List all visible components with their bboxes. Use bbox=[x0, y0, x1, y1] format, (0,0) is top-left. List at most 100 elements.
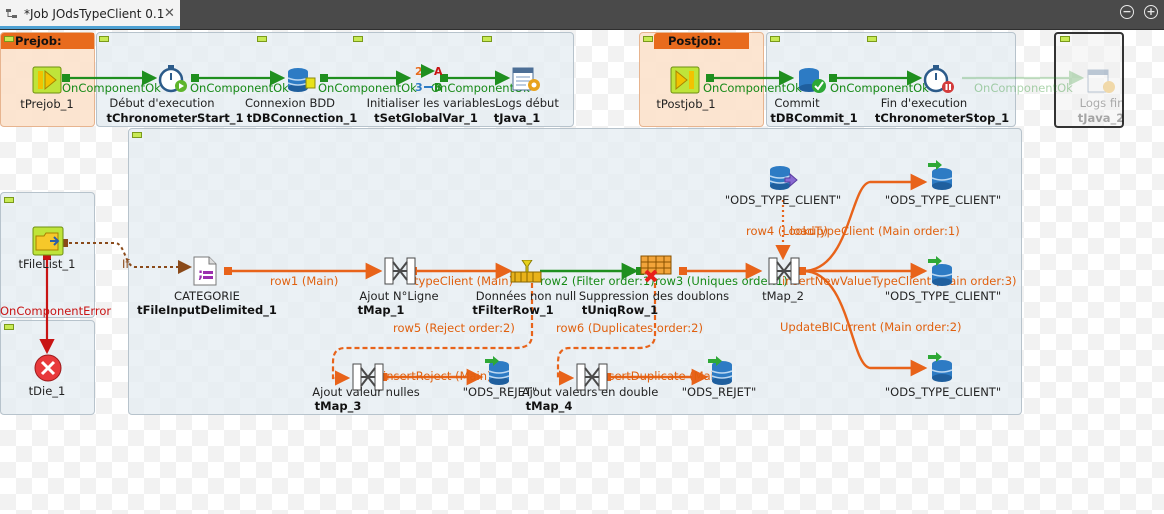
database-output-icon[interactable] bbox=[928, 256, 958, 286]
tmap-icon[interactable] bbox=[352, 363, 384, 391]
svg-text:3: 3 bbox=[415, 81, 423, 94]
link-label-ok[interactable]: OnComponentOk bbox=[830, 81, 929, 95]
svg-text:B: B bbox=[434, 81, 442, 94]
java-logs-icon[interactable] bbox=[511, 64, 541, 94]
component-label: Commit bbox=[774, 96, 820, 110]
postjob-icon[interactable] bbox=[670, 66, 700, 94]
link-label-row1[interactable]: row1 (Main) bbox=[270, 274, 339, 288]
component-name: tJava_1 bbox=[493, 111, 541, 125]
component-label: Ajout valeurs en double bbox=[521, 385, 659, 399]
database-output-icon[interactable] bbox=[928, 160, 958, 190]
postjob-subjob[interactable]: Postjob: bbox=[639, 32, 764, 127]
filter-row-icon[interactable] bbox=[510, 260, 542, 284]
component-label: tPrejob_1 bbox=[20, 97, 74, 111]
component-label: Données non null bbox=[475, 289, 577, 303]
component-name: tFileInputDelimited_1 bbox=[137, 303, 277, 317]
component-name: tDBConnection_1 bbox=[246, 111, 358, 125]
tab-title: *Job JOdsTypeClient 0.1 bbox=[24, 7, 165, 21]
component-label: "ODS_REJET" bbox=[462, 385, 538, 399]
subjob-marker bbox=[482, 36, 492, 42]
tmap-icon[interactable] bbox=[576, 363, 608, 391]
link-label-ok[interactable]: OnComponentOk bbox=[190, 81, 289, 95]
tmap-icon[interactable] bbox=[384, 257, 416, 285]
component-name: tMap_3 bbox=[314, 399, 362, 413]
component-name: tFilterRow_1 bbox=[472, 303, 554, 317]
link-label-if[interactable]: If bbox=[122, 257, 130, 271]
link-label-row6[interactable]: row6 (Duplicates order:2) bbox=[556, 321, 703, 335]
component-label: Ajout valeur nulles bbox=[312, 385, 420, 399]
chronometer-start-icon[interactable] bbox=[157, 64, 187, 94]
reject-links bbox=[331, 283, 657, 386]
component-label: "ODS_TYPE_CLIENT" bbox=[884, 385, 1002, 399]
link-label-row4[interactable]: row4 (Lookup) bbox=[746, 224, 829, 238]
minimize-icon[interactable]: − bbox=[1120, 5, 1134, 19]
link-label-loadtypeclient[interactable]: loadTypeClient (Main order:1) bbox=[790, 224, 960, 238]
component-label: tMap_2 bbox=[762, 289, 804, 303]
link-label-insertnewvalue[interactable]: insertNewValueTypeClient (Main order:3) bbox=[782, 274, 1017, 288]
database-connection-icon[interactable] bbox=[286, 66, 316, 94]
prejob-chain-subjob[interactable] bbox=[96, 32, 574, 127]
subjob-marker bbox=[4, 197, 14, 203]
component-name: tMap_4 bbox=[525, 399, 573, 413]
component-name: tJava_2 bbox=[1077, 111, 1125, 125]
link-label-ok[interactable]: OnComponentOk bbox=[318, 81, 417, 95]
subjob-marker bbox=[4, 36, 14, 42]
link-label-ok[interactable]: OnComponentOk bbox=[62, 81, 161, 95]
link-label-error[interactable]: OnComponentError bbox=[0, 304, 112, 318]
link-label-typeclient[interactable]: typeClient (Main) bbox=[414, 274, 514, 288]
prejob-subjob-title: Prejob: bbox=[1, 33, 94, 49]
link-label-ok[interactable]: OnComponentOk bbox=[974, 81, 1073, 95]
main-row-links bbox=[229, 173, 928, 386]
component-label: Ajout N°Ligne bbox=[359, 289, 439, 303]
file-input-delimited-icon[interactable]: ; bbox=[191, 256, 219, 286]
component-label: "ODS_TYPE_CLIENT" bbox=[884, 289, 1002, 303]
link-label-row5[interactable]: row5 (Reject order:2) bbox=[393, 321, 515, 335]
die-error-icon[interactable] bbox=[33, 353, 63, 383]
component-label: CATEGORIE bbox=[174, 289, 240, 303]
component-label: Fin d'execution bbox=[880, 96, 968, 110]
component-name: tDBCommit_1 bbox=[770, 111, 858, 125]
svg-text:2: 2 bbox=[415, 65, 423, 78]
component-label: Initialiser les variables bbox=[366, 96, 496, 110]
java-logs-fin-icon[interactable] bbox=[1086, 66, 1116, 96]
svg-text:;: ; bbox=[198, 267, 203, 282]
tmap-icon[interactable] bbox=[768, 257, 800, 285]
component-label: "ODS_REJET" bbox=[681, 385, 757, 399]
database-lookup-icon[interactable] bbox=[768, 164, 798, 194]
subjob-marker bbox=[257, 36, 267, 42]
job-icon bbox=[6, 9, 17, 18]
svg-text:A: A bbox=[434, 65, 443, 78]
link-label-row2[interactable]: row2 (Filter order:1) bbox=[540, 274, 655, 288]
link-label-updatebicurrent[interactable]: UpdateBICurrent (Main order:2) bbox=[780, 320, 962, 334]
job-design-canvas[interactable]: Prejob: Postjob: bbox=[0, 30, 1164, 514]
database-output-icon[interactable] bbox=[485, 356, 515, 386]
subjob-marker bbox=[132, 132, 142, 138]
file-list-icon[interactable] bbox=[32, 226, 64, 256]
component-label: tPostjob_1 bbox=[656, 97, 716, 111]
set-global-var-icon[interactable]: 2 A 3 B bbox=[414, 64, 444, 94]
close-icon[interactable]: ✕ bbox=[164, 6, 175, 21]
link-label-ok[interactable]: OnComponentOk bbox=[703, 81, 802, 95]
component-label: "ODS_TYPE_CLIENT" bbox=[884, 193, 1002, 207]
database-output-icon[interactable] bbox=[708, 356, 738, 386]
link-label-row3[interactable]: row3 (Uniques order:1) bbox=[655, 274, 788, 288]
subjob-marker bbox=[4, 324, 14, 330]
component-name: tSetGlobalVar_1 bbox=[374, 111, 478, 125]
tab-job[interactable]: *Job JOdsTypeClient 0.1 ✕ bbox=[0, 0, 180, 29]
database-output-icon[interactable] bbox=[928, 352, 958, 382]
component-label: Logs début bbox=[495, 96, 559, 110]
logs-fin-subjob[interactable] bbox=[1054, 32, 1124, 128]
uniq-row-icon[interactable] bbox=[640, 255, 674, 285]
prejob-subjob[interactable]: Prejob: bbox=[0, 32, 95, 127]
chronometer-stop-icon[interactable] bbox=[922, 64, 956, 94]
prejob-icon[interactable] bbox=[32, 66, 62, 94]
maximize-icon[interactable]: + bbox=[1144, 5, 1158, 19]
link-label-insertreject[interactable]: insertReject (Main) bbox=[383, 369, 492, 383]
component-name: tChronometerStart_1 bbox=[106, 111, 244, 125]
component-label: tDie_1 bbox=[28, 384, 66, 398]
database-commit-icon[interactable] bbox=[797, 66, 827, 94]
link-label-ok[interactable]: OnComponentOk bbox=[431, 81, 530, 95]
subjob-marker bbox=[353, 36, 363, 42]
link-label-insertduplicate[interactable]: insertDuplicate (Main) bbox=[598, 369, 726, 383]
component-name: tMap_1 bbox=[357, 303, 405, 317]
